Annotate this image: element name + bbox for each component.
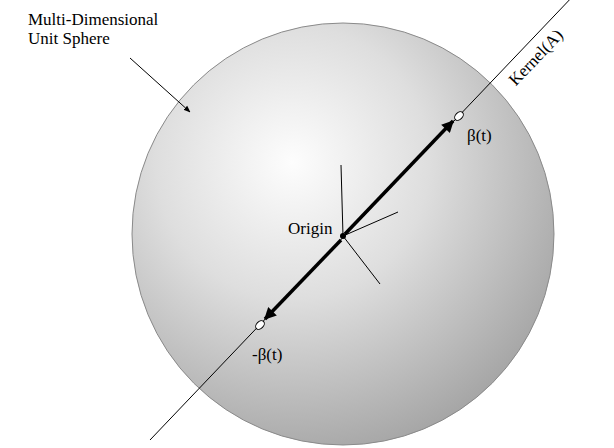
beta-vector bbox=[345, 121, 453, 234]
beta-point bbox=[453, 110, 465, 122]
sphere-label: Multi-Dimensional Unit Sphere bbox=[28, 10, 168, 48]
leader-arrow bbox=[130, 58, 190, 112]
neg-beta-vector bbox=[265, 240, 341, 319]
neg-beta-label: -β(t) bbox=[252, 345, 282, 364]
axis-line bbox=[343, 212, 398, 236]
origin-label: Origin bbox=[288, 219, 332, 238]
neg-beta-point bbox=[254, 319, 266, 331]
origin-dot bbox=[340, 233, 346, 239]
axis-line bbox=[341, 165, 343, 236]
unit-sphere bbox=[132, 23, 554, 445]
beta-label: β(t) bbox=[467, 126, 492, 145]
axis-line bbox=[343, 236, 380, 284]
kernel-line bbox=[150, 0, 575, 440]
